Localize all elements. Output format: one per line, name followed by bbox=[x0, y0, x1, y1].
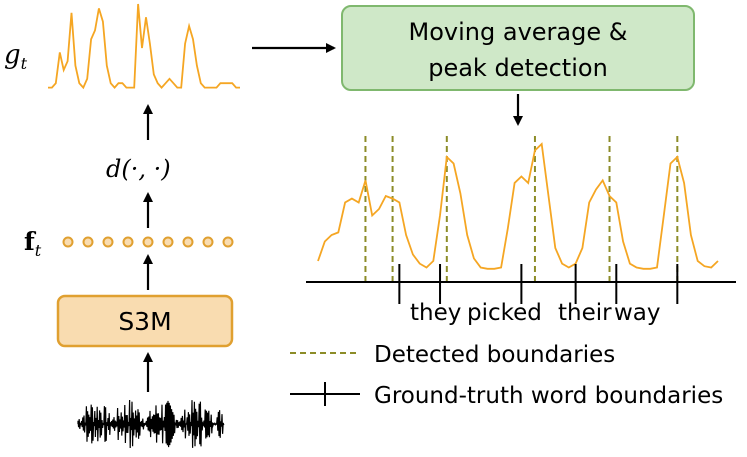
moving-average-module bbox=[341, 5, 695, 91]
module-title-line1: Moving average & bbox=[409, 18, 628, 46]
smoothed-signal bbox=[317, 142, 719, 270]
feature-dot bbox=[182, 236, 194, 248]
legend-gt-label: Ground-truth word boundaries bbox=[374, 383, 723, 409]
distance-label: d(·, ·) bbox=[106, 155, 171, 183]
legend-detected-label: Detected boundaries bbox=[374, 342, 615, 368]
feature-dots bbox=[62, 236, 234, 248]
word-they: they bbox=[410, 300, 461, 326]
s3m-box bbox=[56, 294, 234, 348]
detected-boundaries bbox=[364, 136, 679, 282]
module-title-line2: peak detection bbox=[428, 54, 608, 82]
g-t-signal bbox=[48, 3, 240, 90]
feature-dot bbox=[62, 236, 74, 248]
feature-dot bbox=[142, 236, 154, 248]
word-their: their bbox=[558, 300, 612, 326]
feature-dot bbox=[222, 236, 234, 248]
feature-dot bbox=[82, 236, 94, 248]
feature-dot bbox=[162, 236, 174, 248]
s3m-label: S3M bbox=[118, 307, 171, 336]
feature-dot bbox=[122, 236, 134, 248]
word-way: way bbox=[614, 300, 661, 326]
f-t-label: ft bbox=[24, 227, 42, 260]
feature-dot bbox=[202, 236, 214, 248]
ground-truth-boundaries bbox=[398, 264, 679, 304]
feature-dot bbox=[102, 236, 114, 248]
word-picked: picked bbox=[467, 300, 542, 326]
g-t-label: gt bbox=[4, 40, 28, 73]
audio-waveform bbox=[77, 399, 225, 449]
